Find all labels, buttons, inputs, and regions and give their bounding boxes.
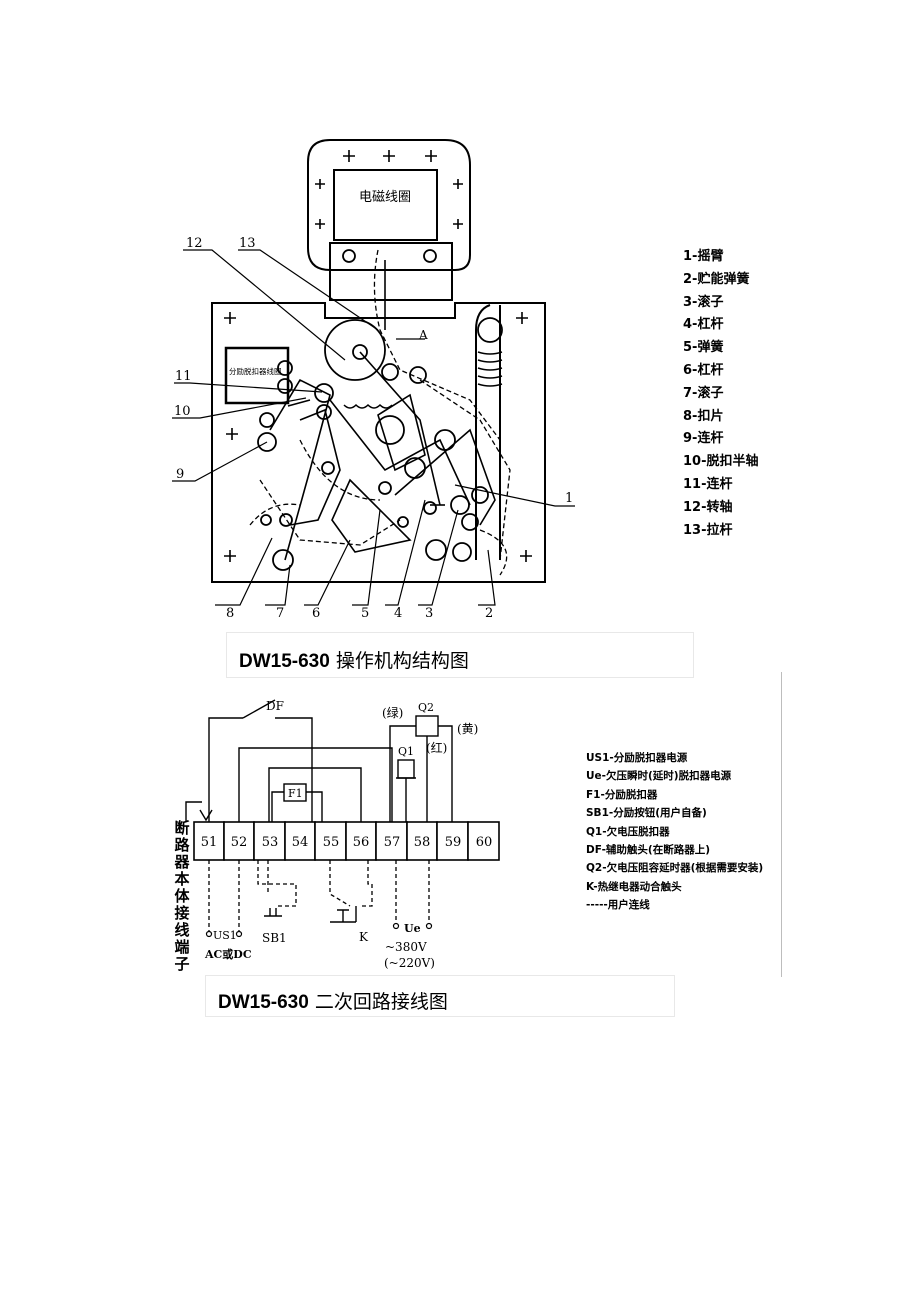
legend-item: Q1-欠电压脱扣器 <box>586 825 670 838</box>
legend-item: 6-杠杆 <box>683 362 724 378</box>
legend-item: -----用户连线 <box>586 899 650 912</box>
side-label-char: 接 <box>174 904 189 922</box>
caption-model: DW15-630 <box>239 651 330 672</box>
legend-item: 7-滚子 <box>683 385 724 401</box>
terminal-number: 59 <box>445 835 462 850</box>
f1-label: F1 <box>288 787 303 800</box>
callout-6: 6 <box>312 606 320 621</box>
legend-item: Ue-欠压瞬时(延时)脱扣器电源 <box>586 770 732 783</box>
caption-model: DW15-630 <box>218 992 309 1013</box>
q2-label: Q2 <box>418 701 434 714</box>
legend-item: SB1-分励按钮(用户自备) <box>586 807 707 820</box>
callout-11: 11 <box>175 369 192 384</box>
terminal-number: 54 <box>292 835 309 850</box>
red-label: (红) <box>426 740 447 755</box>
callout-13: 13 <box>239 236 256 251</box>
point-a-label: A <box>418 328 428 342</box>
legend-item: 2-贮能弹簧 <box>683 271 750 287</box>
legend-item: F1-分励脱扣器 <box>586 788 658 801</box>
yellow-label: (黄) <box>457 722 478 736</box>
acdc-label: AC或DC <box>204 947 252 961</box>
mechanism-diagram: 电磁线圈 分励脱扣器线圈 A 12 13 11 10 9 1 8 7 6 5 4… <box>172 139 575 621</box>
ue-label: Ue <box>404 922 421 935</box>
terminal-strip <box>193 821 500 861</box>
release-coil-label: 分励脱扣器线圈 <box>229 366 282 376</box>
coil-housing <box>307 139 471 271</box>
callout-4: 4 <box>394 606 402 621</box>
release-coil <box>224 346 290 405</box>
legend-item: Q2-欠电压阻容延时器(根据需要安装) <box>586 862 764 875</box>
side-label-char: 子 <box>174 955 189 973</box>
side-label-char: 断 <box>174 819 189 837</box>
callout-12: 12 <box>186 236 203 251</box>
wiring-legend: US1-分励脱扣器电源 Ue-欠压瞬时(延时)脱扣器电源 F1-分励脱扣器 SB… <box>586 749 763 915</box>
k-label: K <box>359 930 369 944</box>
legend-item: 12-转轴 <box>683 499 733 515</box>
legend-item: 9-连杆 <box>683 431 724 447</box>
figure2-caption: DW15-630 二次回路接线图 <box>205 975 675 1017</box>
switch-contacts <box>264 906 357 923</box>
terminal-number: 55 <box>323 835 340 850</box>
side-label-char: 线 <box>174 921 189 939</box>
internal-wiring <box>185 699 453 822</box>
callout-8: 8 <box>226 606 234 621</box>
mechanism-legend: 1-摇臂 2-贮能弹簧 3-滚子 4-杠杆 5-弹簧 6-杠杆 7-滚子 8-扣… <box>683 246 759 542</box>
legend-item: DF-辅助触头(在断路器上) <box>586 844 711 857</box>
caption-title: 操作机构结构图 <box>329 650 469 672</box>
side-label-char: 端 <box>174 938 189 956</box>
terminal-number: 53 <box>262 835 279 850</box>
phantom-outline <box>249 249 511 576</box>
base-plate <box>211 302 546 583</box>
legend-item: 8-扣片 <box>683 408 724 424</box>
supply-terminals <box>205 922 433 938</box>
df-label: DF <box>266 699 284 713</box>
terminal-number: 51 <box>201 835 218 850</box>
coil-label: 电磁线圈 <box>359 190 411 205</box>
legend-item: 10-脱扣半轴 <box>683 454 759 470</box>
figure1-caption: DW15-630 操作机构结构图 <box>226 632 694 678</box>
callout-1: 1 <box>565 491 573 506</box>
sb1-label: SB1 <box>262 931 287 945</box>
side-label-char: 本 <box>174 870 189 888</box>
legend-item: 5-弹簧 <box>683 340 724 356</box>
legend-item: 4-杠杆 <box>683 317 724 333</box>
user-wiring <box>208 860 430 932</box>
caption-title: 二次回路接线图 <box>308 991 448 1013</box>
side-label-char: 路 <box>174 836 190 854</box>
legend-item: 11-连杆 <box>683 476 733 492</box>
callout-5: 5 <box>361 606 369 621</box>
green-label: (绿) <box>382 705 403 720</box>
pivots <box>257 249 503 571</box>
us1-label: US1 <box>213 929 237 942</box>
terminal-number: 60 <box>476 835 493 850</box>
v380-label: ~380V <box>385 940 427 954</box>
callout-9: 9 <box>176 467 184 482</box>
divider-line <box>781 672 782 977</box>
callout-7: 7 <box>276 606 284 621</box>
coil-body <box>333 169 438 241</box>
legend-item: 3-滚子 <box>683 294 724 310</box>
legend-item: US1-分励脱扣器电源 <box>586 752 688 764</box>
legend-item: K-热继电器动合触头 <box>586 880 682 893</box>
terminal-number: 57 <box>384 835 401 850</box>
q1-label: Q1 <box>398 745 414 758</box>
callout-2: 2 <box>485 606 493 621</box>
terminal-number: 56 <box>353 835 370 850</box>
springs <box>343 351 503 409</box>
legend-item: 1-摇臂 <box>683 249 724 264</box>
terminal-number: 58 <box>414 835 431 850</box>
v220-label: (~220V) <box>384 956 435 970</box>
side-label-char: 器 <box>173 853 190 871</box>
callout-3: 3 <box>425 606 433 621</box>
callout-10: 10 <box>174 404 191 419</box>
callout-leaders <box>172 249 575 606</box>
legend-item: 13-拉杆 <box>683 522 733 538</box>
linkages <box>269 260 496 561</box>
side-label-char: 体 <box>174 887 190 905</box>
terminal-number: 52 <box>231 835 248 850</box>
cross-marks <box>224 150 532 562</box>
